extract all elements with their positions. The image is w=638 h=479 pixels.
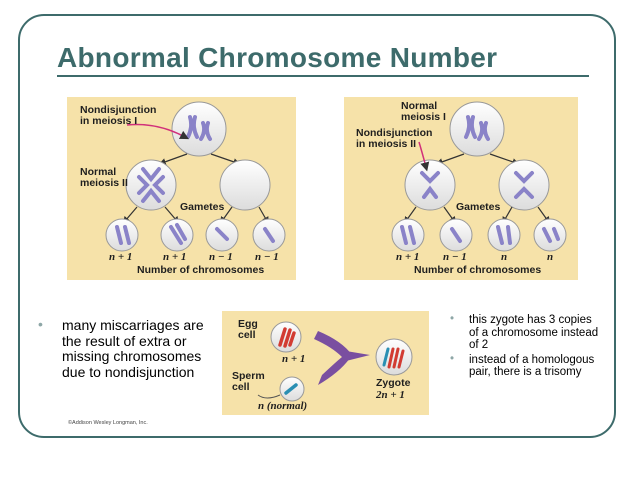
parent-cell <box>449 101 505 157</box>
bullet-list-left: • many miscarriages are the result of ex… <box>38 316 208 380</box>
gamete-count-1: n + 1 <box>396 251 420 263</box>
bullet-list-right: • this zygote has 3 copies of a chromoso… <box>450 313 600 379</box>
zygote-label: Zygote <box>376 377 411 389</box>
bullet-item: • many miscarriages are the result of ex… <box>38 316 208 380</box>
chromosome-count-caption: Number of chromosomes <box>137 264 265 276</box>
slide-frame <box>18 14 616 438</box>
gametes-label: Gametes <box>456 201 501 213</box>
bullet-dot: • <box>450 352 455 365</box>
title-underline <box>57 75 589 77</box>
nondisjunction-label: Nondisjunction in meiosis II <box>356 127 433 150</box>
meiosis-2-diagram <box>391 101 567 252</box>
gamete-3 <box>487 218 521 252</box>
egg-count: n + 1 <box>282 353 306 365</box>
bullet-text: many miscarriages are the result of extr… <box>62 317 204 380</box>
gamete-1 <box>105 218 139 252</box>
normal-meiosis-label: Normal meiosis II <box>80 166 128 189</box>
meiosis-1-diagram <box>105 101 286 252</box>
bullet-dot: • <box>450 313 455 325</box>
bullet-text: instead of a homologous pair, there is a… <box>469 353 595 379</box>
nondisjunction-label: Nondisjunction in meiosis I <box>80 104 157 127</box>
daughter-cell-left <box>125 159 177 211</box>
bullet-item: • this zygote has 3 copies of a chromoso… <box>450 313 600 352</box>
parent-cell <box>171 101 227 157</box>
bullet-dot: • <box>38 316 43 332</box>
normal-meiosis-label: Normal meiosis I <box>401 100 446 123</box>
daughter-cell-right <box>498 159 550 211</box>
gamete-4 <box>533 218 567 252</box>
bullet-text: this zygote has 3 copies of a chromosome… <box>469 314 599 351</box>
gamete-count-2: n + 1 <box>163 251 187 263</box>
gamete-count-2: n − 1 <box>443 251 467 263</box>
egg-cell-label: Egg cell <box>238 318 258 341</box>
gamete-count-4: n <box>547 251 554 263</box>
figure-zygote-formation: Egg cell n + 1 Sperm cell n (normal) Zyg… <box>222 311 429 415</box>
sperm-count: n (normal) <box>258 400 308 412</box>
gamete-count-3: n − 1 <box>209 251 233 263</box>
copyright-credit: ©Addison Wesley Longman, Inc. <box>68 420 148 426</box>
fertilization-diagram <box>257 321 413 402</box>
gametes-label: Gametes <box>180 201 225 213</box>
zygote-count: 2n + 1 <box>376 389 405 401</box>
gamete-count-4: n − 1 <box>255 251 279 263</box>
gamete-1 <box>391 218 425 252</box>
figure-nondisjunction-meiosis-2: Normal meiosis I Nondisjunction in meios… <box>344 97 578 280</box>
bullet-item: • instead of a homologous pair, there is… <box>450 352 600 379</box>
gamete-count-3: n <box>501 251 508 263</box>
daughter-cell-right <box>219 159 271 211</box>
sperm-cell-label: Sperm cell <box>232 370 265 393</box>
chromosome-count-caption: Number of chromosomes <box>414 264 542 276</box>
figure-nondisjunction-meiosis-1: Nondisjunction in meiosis I Normal meios… <box>67 97 296 280</box>
gamete-count-1: n + 1 <box>109 251 133 263</box>
slide-title: Abnormal Chromosome Number <box>57 42 498 73</box>
zygote-cell <box>375 338 413 376</box>
daughter-cell-left <box>404 159 456 211</box>
